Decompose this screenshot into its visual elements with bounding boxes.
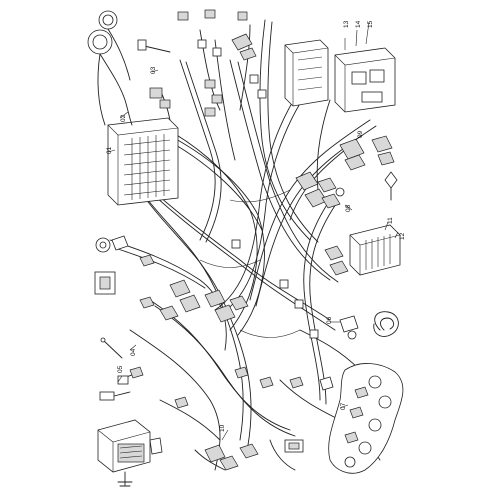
- callout-10: 10: [219, 424, 226, 432]
- callout-06: 06: [326, 316, 333, 324]
- callout-11: 11: [387, 217, 394, 224]
- control-module: [284, 39, 396, 113]
- callout-02: 02: [120, 114, 127, 122]
- top-connector-cluster: [177, 9, 267, 117]
- callout-12: 12: [399, 232, 406, 240]
- callout-08: 08: [345, 204, 352, 212]
- ecu-box: [97, 419, 163, 487]
- central-junction-connectors: [139, 239, 319, 339]
- bottom-connector-group: [174, 366, 304, 471]
- callout-15: 15: [367, 20, 374, 28]
- callout-07: 07: [340, 402, 347, 410]
- callout-09: 09: [357, 130, 364, 138]
- rear-lamp-assembly: [319, 363, 404, 474]
- callout-05: 05: [117, 365, 124, 373]
- terminal-block: [324, 224, 401, 276]
- left-switch-group: [94, 235, 155, 295]
- sensor-bracket: [339, 311, 399, 340]
- callout-14: 14: [355, 20, 362, 28]
- small-terminal-parts: [99, 337, 144, 401]
- main-harness-bundle: [109, 19, 381, 471]
- callout-04: 04: [130, 348, 137, 356]
- right-connector-set: [339, 135, 398, 201]
- callout-leaders: [107, 21, 399, 441]
- callout-labels: 01 02 03 04 05 06 07 08 09 10 11 12 13 1…: [106, 20, 406, 432]
- headlamp-pair: [87, 10, 133, 126]
- callout-13: 13: [343, 20, 350, 28]
- callout-01: 01: [106, 146, 113, 154]
- center-connector-group: [295, 171, 345, 209]
- callout-03: 03: [150, 66, 157, 74]
- front-branch-connectors: [137, 39, 171, 121]
- fuse-relay-box: [107, 117, 179, 206]
